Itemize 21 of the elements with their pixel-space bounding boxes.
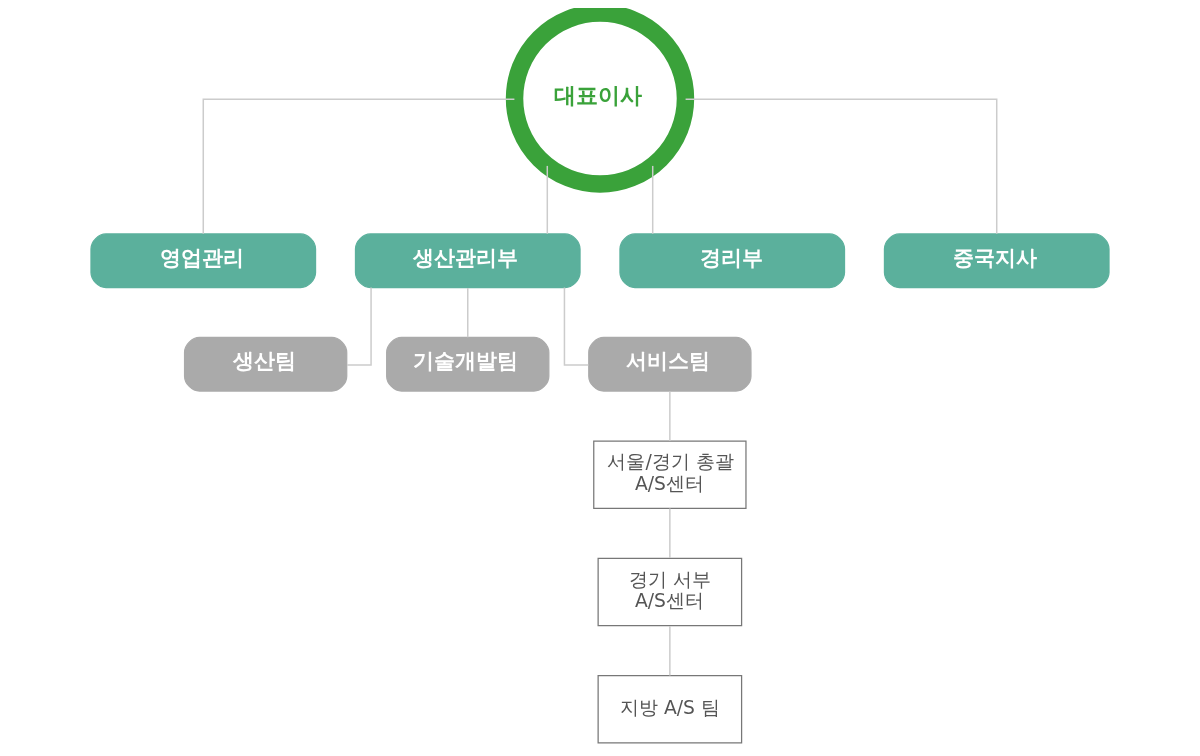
node-box: 경기 서부 A/S센터 [597,557,743,627]
node-box: 생산팀 [183,336,348,392]
connector [669,507,671,559]
node-box: 서울/경기 총괄 A/S센터 [593,440,747,509]
node-circle: 대표이사 [505,8,695,193]
node-box: 서비스팀 [588,336,752,392]
node-box: 생산관리부 [354,233,581,289]
connector [546,165,549,235]
connector [651,165,654,235]
connector [467,287,469,338]
node-box: 중국지사 [883,233,1110,289]
node-box: 지방 A/S 팀 [597,674,743,744]
connector [563,286,590,366]
connector [669,390,671,442]
connector [346,286,372,366]
connector [684,98,998,235]
node-box: 기술개발팀 [386,336,550,392]
connector [202,98,516,235]
node-box: 경리부 [619,233,846,289]
connector [669,625,671,677]
node-box: 영업관리 [90,233,317,289]
